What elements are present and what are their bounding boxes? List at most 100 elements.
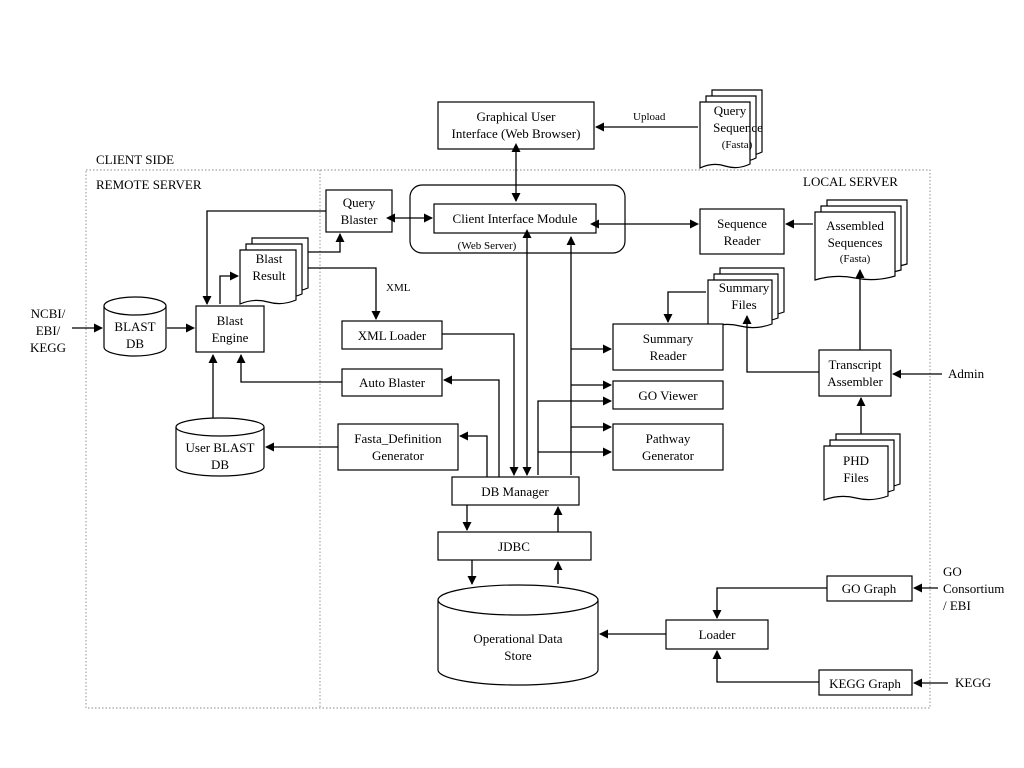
kegg-graph-node: KEGG Graph (818, 669, 913, 696)
blast-result-label-2: Result (252, 268, 286, 283)
summary-files-label-1: Summary (719, 280, 770, 295)
go-consortium-label-3: / EBI (943, 598, 971, 613)
edge-kegggraph-loader (712, 650, 819, 683)
blast-result-label-1: Blast (256, 251, 283, 266)
blast-db-label-1: BLAST (114, 319, 155, 334)
pathway-generator-node: Pathway Generator (612, 423, 724, 471)
auto-blaster-node: Auto Blaster (341, 368, 443, 397)
connectors (72, 122, 948, 688)
ncbi-label-3: KEGG (30, 340, 66, 355)
assembled-sequences-label-2: Sequences (828, 235, 883, 250)
assembled-sequences-label-1: Assembled (826, 218, 884, 233)
blast-engine-label-2: Engine (212, 330, 249, 345)
client-interface-node: Client Interface Module (Web Server) (409, 184, 626, 254)
go-viewer-label: GO Viewer (638, 388, 698, 403)
go-consortium-label-2: Consortium (943, 581, 1004, 596)
remote-server-label: REMOTE SERVER (96, 177, 202, 192)
assembled-sequences-label-3: (Fasta) (840, 253, 871, 265)
xml-label: XML (386, 282, 411, 294)
phd-files-label-1: PHD (843, 453, 869, 468)
pathway-generator-label-2: Generator (642, 448, 695, 463)
admin-label: Admin (948, 366, 985, 381)
go-graph-node: GO Graph (826, 575, 913, 602)
query-blaster-label-1: Query (343, 195, 376, 210)
edge-engine-result (219, 271, 239, 304)
edge-dbmanager-goviewer (537, 396, 612, 475)
edge-xmlloader-dbmanager (442, 333, 519, 476)
client-interface-label: Client Interface Module (453, 211, 578, 226)
ncbi-label-1: NCBI/ (31, 306, 66, 321)
ods-label-2: Store (504, 648, 532, 663)
loader-node: Loader (665, 619, 769, 650)
jdbc-label: JDBC (498, 539, 530, 554)
operational-data-store-node: Operational Data Store (437, 584, 599, 686)
db-manager-label: DB Manager (481, 484, 549, 499)
user-blast-db-node: User BLAST DB (175, 417, 265, 477)
user-blast-db-label-2: DB (211, 457, 229, 472)
gui-label-1: Graphical User (476, 109, 556, 124)
edge-assembler-summaryfiles (742, 315, 819, 373)
db-manager-node: DB Manager (451, 476, 580, 506)
ncbi-ebi-kegg-source: NCBI/ EBI/ KEGG (30, 306, 66, 355)
assembled-sequences-node: Assembled Sequences (Fasta) (814, 199, 908, 281)
client-side-region (85, 169, 931, 709)
edge-result-xmlloader (308, 267, 381, 320)
go-graph-label: GO Graph (842, 581, 897, 596)
user-blast-db-label-1: User BLAST (186, 440, 255, 455)
blast-db-label-2: DB (126, 336, 144, 351)
kegg-graph-label: KEGG Graph (829, 676, 901, 691)
query-blaster-label-2: Blaster (341, 212, 378, 227)
summary-reader-node: Summary Reader (612, 323, 724, 371)
query-sequence-label-1: Query (714, 103, 747, 118)
query-sequence-label-2: Sequence (713, 120, 763, 135)
edge-gograph-loader (712, 587, 827, 619)
sequence-reader-label-1: Sequence (717, 216, 767, 231)
edge-dbmanager-autoblaster (443, 375, 500, 477)
transcript-assembler-node: Transcript Assembler (818, 349, 892, 397)
xml-loader-node: XML Loader (341, 320, 443, 350)
blast-result-node: Blast Result (239, 237, 309, 305)
kegg-source-label: KEGG (955, 675, 991, 690)
go-consortium-source: GO Consortium / EBI (943, 564, 1004, 613)
fasta-def-label-1: Fasta_Definition (354, 431, 442, 446)
summary-files-label-2: Files (731, 297, 756, 312)
gui-label-2: Interface (Web Browser) (452, 126, 581, 141)
xml-loader-label: XML Loader (358, 328, 427, 343)
local-server-label: LOCAL SERVER (803, 174, 898, 189)
phd-files-label-2: Files (843, 470, 868, 485)
summary-reader-label-1: Summary (643, 331, 694, 346)
transcript-assembler-label-2: Assembler (827, 374, 883, 389)
go-viewer-node: GO Viewer (612, 380, 724, 410)
sequence-reader-label-2: Reader (724, 233, 761, 248)
query-sequence-node: Query Sequence (Fasta) (699, 89, 763, 169)
transcript-assembler-label-1: Transcript (829, 357, 882, 372)
edge-autoblaster-engine (236, 354, 342, 383)
query-sequence-label-3: (Fasta) (722, 139, 753, 151)
pathway-generator-label-1: Pathway (646, 431, 691, 446)
auto-blaster-label: Auto Blaster (359, 375, 426, 390)
phd-files-node: PHD Files (823, 433, 901, 501)
summary-files-node: Summary Files (707, 267, 785, 329)
web-server-label: (Web Server) (458, 240, 517, 252)
edge-result-qblaster (308, 233, 345, 253)
upload-label: Upload (633, 111, 666, 123)
client-side-label: CLIENT SIDE (96, 152, 174, 167)
query-blaster-node: Query Blaster (325, 189, 393, 233)
edge-summaryfiles-summaryreader (663, 291, 706, 323)
summary-reader-label-2: Reader (650, 348, 687, 363)
jdbc-node: JDBC (437, 531, 592, 561)
ncbi-label-2: EBI/ (36, 323, 61, 338)
blast-engine-label-1: Blast (217, 313, 244, 328)
edge-dbmanager-fastadef (459, 431, 488, 477)
go-consortium-label-1: GO (943, 564, 962, 579)
fasta-definition-generator-node: Fasta_Definition Generator (337, 423, 459, 471)
fasta-def-label-2: Generator (372, 448, 425, 463)
ods-label-1: Operational Data (473, 631, 562, 646)
sequence-reader-node: Sequence Reader (699, 208, 785, 255)
blast-db-node: BLAST DB (103, 296, 167, 357)
loader-label: Loader (699, 627, 736, 642)
gui-node: Graphical User Interface (Web Browser) (437, 101, 595, 150)
edge-qblaster-engine (202, 210, 326, 305)
